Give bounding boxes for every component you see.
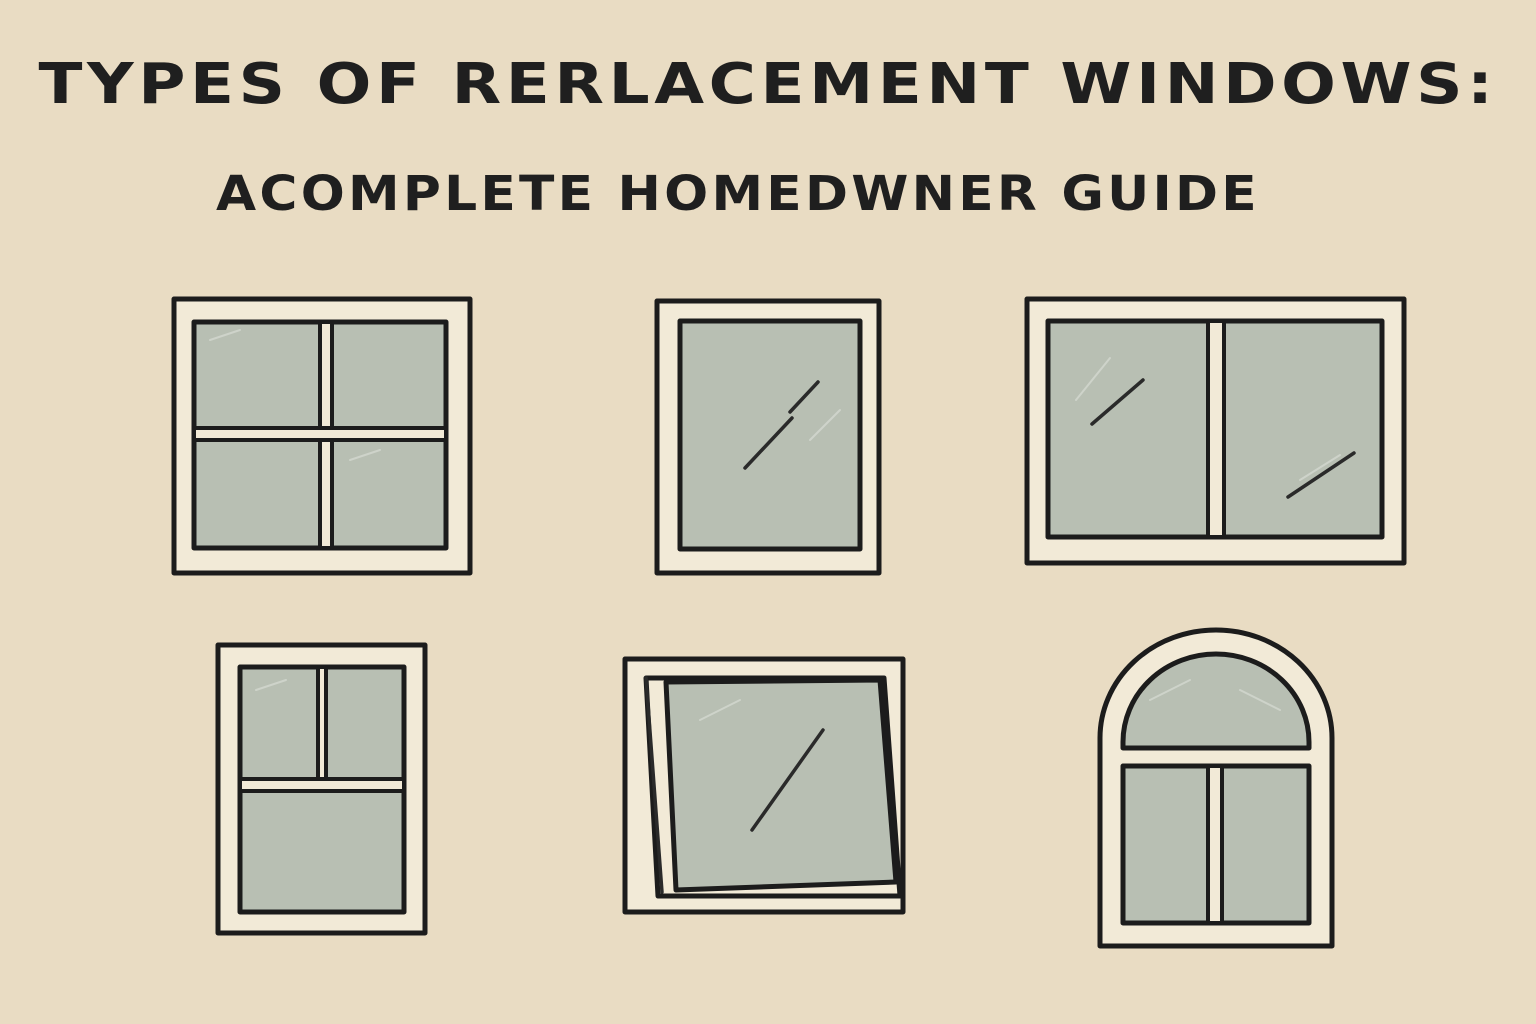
page-subtitle: ACOMPLETE HOMEDWNER GUIDE [216, 166, 1260, 222]
arched-window-icon [1097, 627, 1335, 949]
sliding-window-icon [1024, 296, 1407, 566]
single-pane-window-icon [654, 298, 882, 576]
four-pane-window-icon [171, 296, 473, 576]
double-hung-window-icon [215, 642, 428, 936]
page-title: TYPES OF RERLACEMENT WINDOWS: [38, 52, 1498, 117]
awning-window-icon [622, 656, 906, 915]
